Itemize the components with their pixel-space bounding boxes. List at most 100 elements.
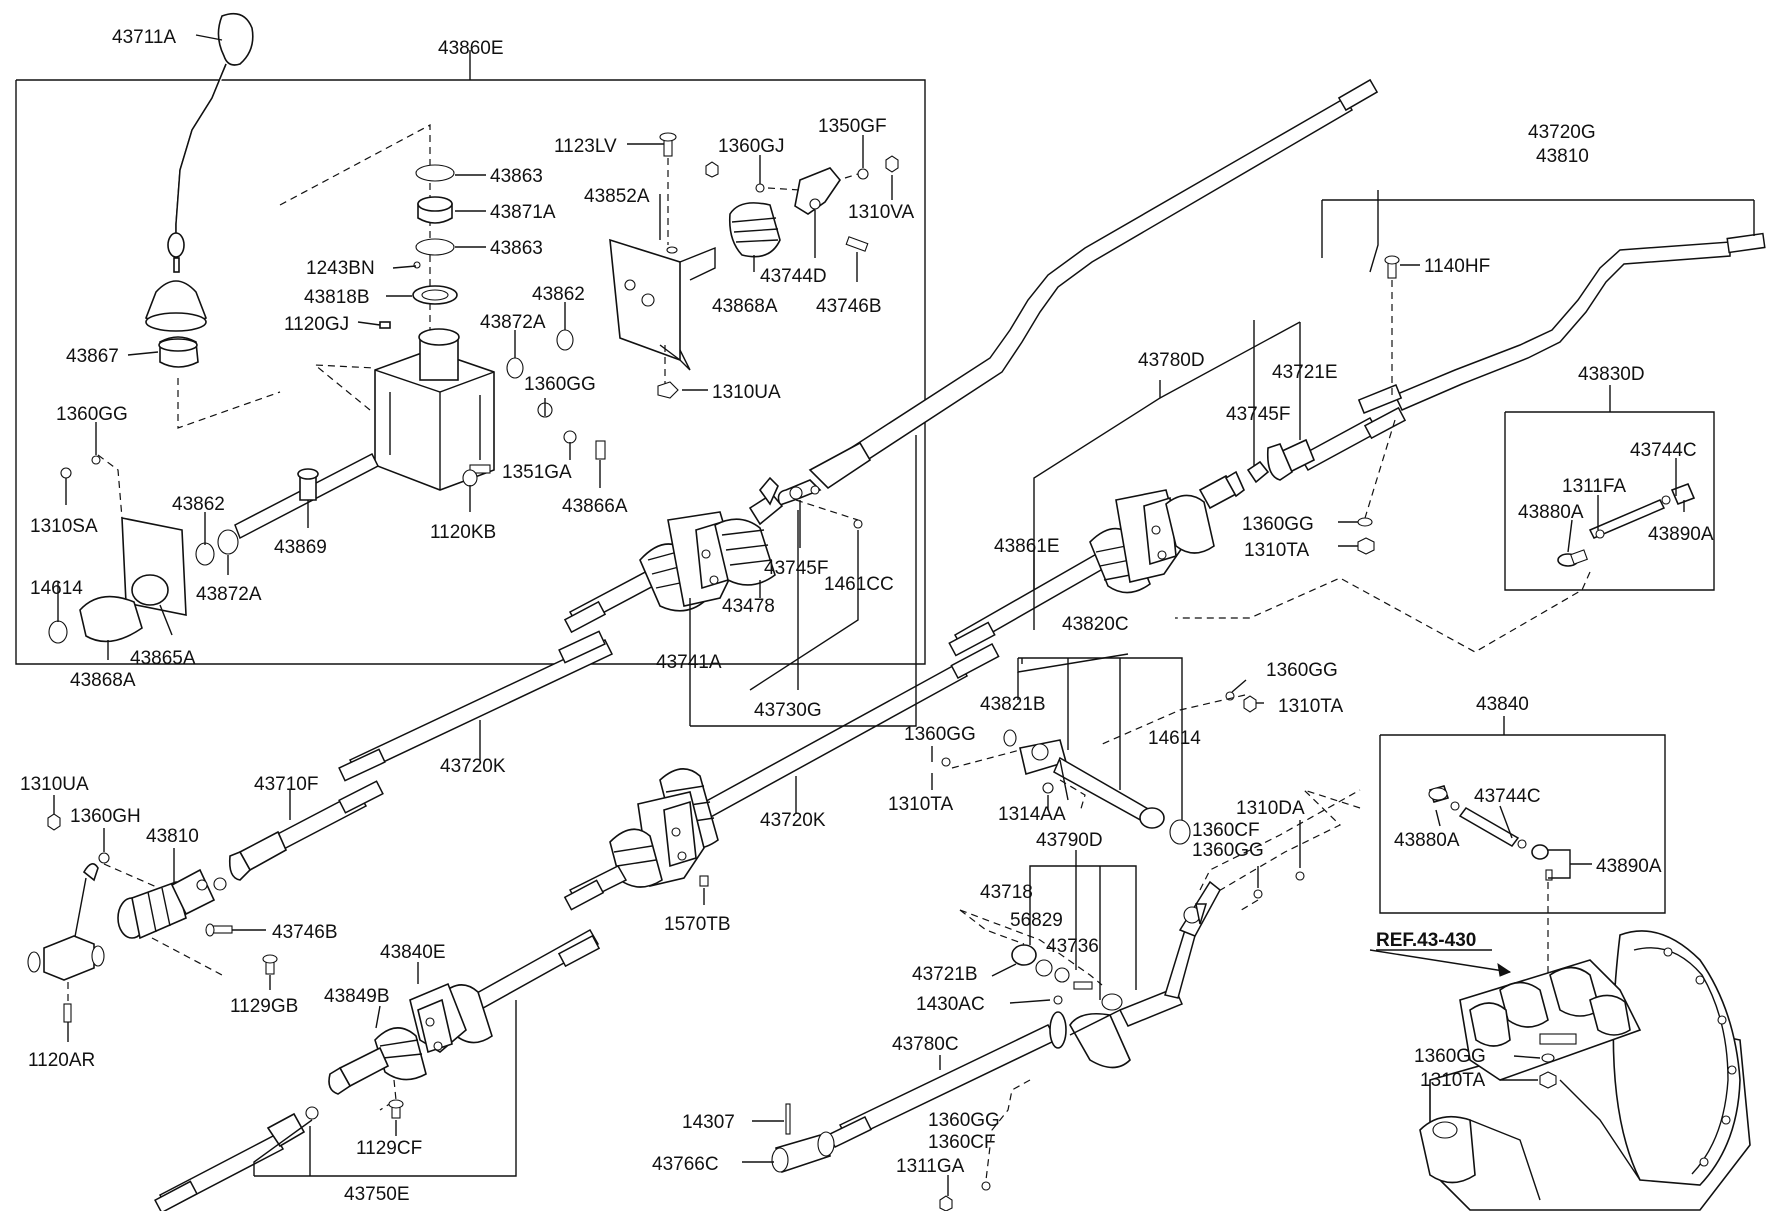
rod-43720k-left [338,630,614,782]
end-43880a-b-head [1428,787,1448,801]
ring-14614 [48,620,68,644]
label-43750e: 43750E [344,1184,410,1205]
label-43478: 43478 [722,596,775,617]
arm-43790d-up [1164,929,1197,999]
nut-1311fa [1595,529,1605,539]
rod-43710f [228,780,384,881]
bellows-ring-3 [735,239,779,243]
bushing-43872a [506,357,524,379]
label-1360cf: 1360CF [1192,820,1260,841]
dash-bellcrank-nut [1099,694,1246,746]
lever-ball [167,232,185,258]
dash-43790d [959,909,1103,986]
washer-1350gf [857,168,869,180]
label-43830d: 43830D [1578,364,1645,385]
label-14614: 14614 [30,578,83,599]
washer-1310da [1295,871,1305,881]
mini-shifter-port-right [91,945,105,967]
label-43860e: 43860E [438,38,504,59]
bellcrank-leg [1059,759,1069,801]
leader-43721b [991,963,1017,977]
shift-cylinder-4 [1469,1002,1511,1047]
joint-fork-b [758,476,779,506]
flange-bolt-1 [1663,947,1673,957]
rod-43720k-upper [838,96,1354,472]
flange-bolt-2 [1695,975,1705,985]
yoke-hole [810,485,820,495]
clip-43750e [305,1106,319,1120]
uj-body [131,880,187,940]
leader-43880a-b [1435,809,1441,827]
label-1310ua-b: 1310UA [20,774,89,795]
snap-ring-2 [415,238,455,256]
rod-tab-a [558,630,606,664]
label-43711a: 43711A [112,27,176,48]
bushing-43872a-b [217,529,239,555]
bolt-head-1129gb [262,954,278,964]
gearbox-housing [313,164,606,491]
shift-lever-rod-inner [175,63,227,240]
bolt-1314aa [1042,782,1054,794]
label-1120kb: 1120KB [430,522,496,543]
clamp-43766c-end [771,1147,789,1173]
shaft-end-tab [563,600,607,634]
mini-shifter-body [43,935,95,981]
arm-43790d-pin [1195,903,1208,925]
label-43880a-b: 43880A [1394,830,1460,851]
dash-43790d-right [1199,789,1361,891]
bolt-head-1129cf [388,1099,404,1109]
leader-43867 [127,351,159,356]
snap-ring-top [415,164,455,182]
leader-43880a [1567,519,1573,553]
clip-43745f-b [1246,460,1270,484]
bolt-1120gj [379,321,391,329]
dash-1360gg-f [985,1079,1031,1181]
label-43744c-b: 43744C [1474,786,1541,807]
pin-1430ac [1053,995,1063,1005]
uj-clip [213,877,227,891]
flange-bolt-4 [1727,1065,1737,1075]
boot-720k-left [609,828,663,888]
uj-cross-hole [196,879,208,891]
nut-1351ga [563,430,577,444]
leader-1360gg-d [1231,679,1247,693]
pin-1570tb [699,875,709,887]
nut-1360gj [705,161,719,178]
ring-43862-b [195,542,215,566]
nut-1311ga [939,1195,953,1211]
flange-bolt-5 [1721,1115,1731,1125]
dash-1360gg-d [951,749,1021,769]
washer-1360gg-right [1357,517,1373,527]
rod-43861e-tab [948,621,996,657]
box-43830d [1504,411,1715,591]
joint-43741a [563,476,863,634]
dash-uj-bottom [151,937,223,976]
label-1360gg-g: 1360GG [928,1110,1000,1131]
joint-shaft-b [748,492,784,526]
dash-1120gj [313,364,376,411]
ring-56829 [1035,959,1053,977]
label-1360gj: 1360GJ [718,136,785,157]
box-guide-dash [279,124,431,355]
label-43852a: 43852A [584,186,650,207]
shift-knob [217,12,254,66]
leader-43790d [1075,850,1137,990]
label-1461cc: 1461CC [824,574,894,595]
label-43871a: 43871A [490,202,556,223]
label-1123lv: 1123LV [554,136,617,157]
joint-43840e-hole-1 [425,1017,435,1027]
leader-43865a [159,604,173,636]
bushing-43718 [1011,944,1037,966]
label-43721b: 43721B [912,964,978,985]
label-43810-top: 43810 [1536,146,1589,167]
label-1430ac: 1430AC [916,994,985,1015]
bracket-hole-3 [666,246,678,254]
label-43880a: 43880A [1518,502,1584,523]
mini-lever-rod [73,877,87,943]
transmission-bellhousing [1612,930,1741,1186]
label-1360gh: 1360GH [70,806,141,827]
shift-lever-assembly [144,12,431,429]
label-1310ta-e: 1310TA [1420,1070,1485,1091]
washer-1360gg-e [1253,889,1263,899]
